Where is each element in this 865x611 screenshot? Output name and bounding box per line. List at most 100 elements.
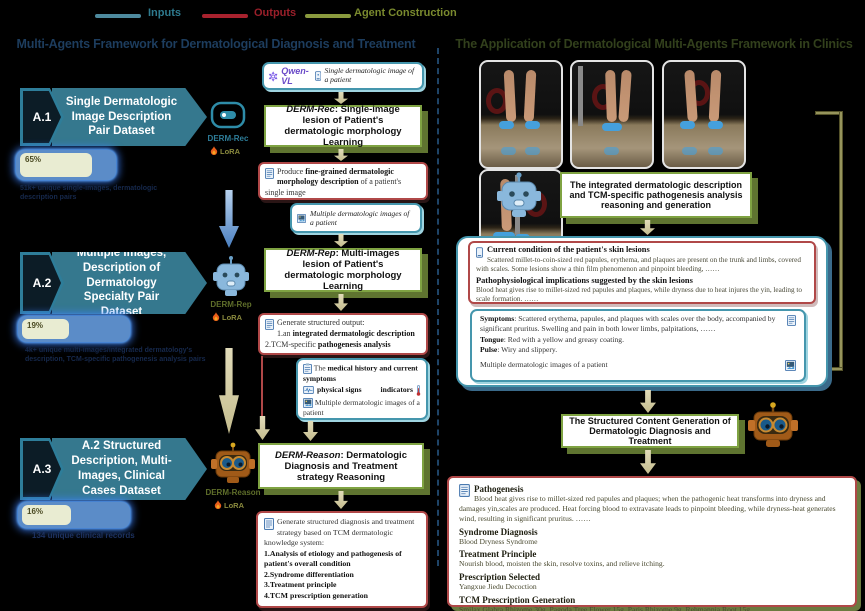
clipboard-icon [303, 363, 312, 374]
result-section-heading: Pathogenesis [474, 484, 524, 494]
qwen-input-box: Qwen-VL Single dermatologic image of a p… [262, 62, 424, 90]
flow-arrow [640, 390, 656, 413]
thermometer-icon [416, 384, 421, 396]
qwen-logo-icon [268, 70, 278, 82]
document-icon [265, 168, 274, 179]
a3-progress-bar: 16% [18, 502, 130, 528]
reason-robot-icon [746, 402, 800, 457]
flame-icon [214, 500, 222, 509]
patient-photo [661, 60, 746, 169]
document-icon [459, 484, 470, 497]
derm-rec-agent-box: DERM-Rec: Single-image lesion of Patient… [264, 104, 422, 148]
ehr-history-pre: The [313, 363, 328, 373]
condition-body-1: Scattered millet-to-coin-sized red papul… [476, 255, 801, 273]
agent-legend-line [305, 14, 351, 18]
vitals-monitor-icon [303, 386, 314, 395]
qwen-input-text: Single dermatologic image of a patient [324, 66, 415, 84]
derm-rep-desc: : Multi-images lesion of Patient's derma… [284, 248, 402, 292]
ehr-row-images: Multiple dermatologic images of a patien… [303, 398, 421, 418]
flow-arrow [334, 149, 348, 161]
symptoms-label: Symptoms [480, 314, 515, 323]
a2-to-a3-arrow [219, 348, 239, 434]
a3-progress-value: 16% [22, 505, 72, 525]
derm-rec-robot-label: DERM-Rec [207, 134, 249, 143]
flow-arrow [334, 234, 348, 247]
structured-generation-box: The Structured Content Generation of Der… [561, 414, 739, 448]
derm-rep-name: DERM-Rep [286, 248, 336, 259]
a2-progress-caption: 4k+ unique multi-images/integrated derma… [25, 347, 206, 364]
rep-out-line1: Generate structured output: [277, 318, 365, 327]
flow-arrow [334, 491, 348, 509]
pulse-label: Pulse [480, 344, 498, 354]
rec-out-post: of a patient's single image [265, 177, 402, 197]
ehr-row-history: The medical history and current symptoms [303, 363, 421, 384]
ehr-indicators-bold: indicators [380, 385, 414, 395]
diagnosis-result-box: Pathogenesis Blood heat gives rise to mi… [447, 476, 857, 611]
ehr-row-signs: physical signs indicators [303, 384, 421, 396]
rec-out-bold: fine-grained dermatologic morphology des… [277, 167, 394, 187]
ehr-signs-bold: physical signs [317, 385, 362, 395]
images-note-row: Multiple dermatologic images of a patien… [480, 360, 796, 371]
result-section-heading: Treatment Principle [459, 549, 537, 560]
condition-body-2: Blood heat gives rise to millet-sized re… [476, 286, 802, 303]
flow-arrow [640, 450, 656, 474]
derm-rep-robot-icon [212, 256, 250, 305]
result-section-body: Blood Dryness Syndrome [459, 536, 538, 546]
document-icon [787, 315, 796, 326]
panel-divider [437, 48, 439, 566]
flame-icon [212, 312, 220, 321]
flow-arrow [303, 421, 318, 441]
image-icon [785, 360, 796, 371]
a1-lora-label: LoRA [220, 146, 240, 156]
rec-out-pre: Produce [277, 167, 306, 176]
derm-rep-robot-label: DERM-Rep [210, 300, 252, 309]
ehr-history-bold: medical history and current symptoms [303, 363, 418, 383]
document-icon [264, 518, 274, 530]
a1-progress-caption: 51k+ unique single-images, dermatologic … [20, 185, 158, 202]
multi-image-input-box: Multiple dermatologic images of a patien… [290, 203, 422, 233]
output-connector-line [261, 356, 263, 416]
result-section-body: Smilax Glabra Rhizome 30g, Pagoda Tree F… [459, 605, 770, 611]
tongue-label: Tongue [480, 334, 504, 344]
derm-reason-robot-label: DERM-Reason [205, 488, 261, 497]
derm-rep-output-box: Generate structured output: 1.an integra… [258, 313, 428, 355]
dataset-a2-banner: Multiple Images, Description of Dermatol… [52, 252, 207, 314]
pulse-text: : Wiry and slippery. [497, 344, 558, 354]
derm-reason-robot-icon [210, 442, 256, 493]
phone-icon [476, 247, 483, 258]
a2-progress-value: 19% [22, 319, 70, 339]
result-section-body: Yangxue Jiedu Decoction [459, 582, 537, 592]
result-section-heading: TCM Prescription Generation [459, 595, 576, 606]
image-feed-connector [839, 111, 843, 371]
outputs-legend-label: Outputs [254, 7, 297, 19]
inputs-legend-line [95, 14, 141, 18]
a2-progress-bar: 19% [18, 316, 130, 342]
reason-out-intro: Generate structured diagnosis and treatm… [264, 517, 415, 548]
derm-rep-agent-box: DERM-Rep: Multi-images lesion of Patient… [264, 248, 422, 292]
a3-lora-label: LoRA [224, 500, 244, 510]
flow-arrow [334, 92, 348, 104]
dataset-a1-banner: Single Dermatologic Image Description Pa… [52, 88, 207, 146]
reason-out-item: 1.Analysis of etiology and pathogenesis … [264, 548, 402, 569]
derm-rec-name: DERM-Rec [286, 104, 335, 115]
a1-to-a2-arrow [219, 190, 239, 248]
a1-lora-row: LoRA [210, 146, 240, 156]
flow-arrow [640, 220, 655, 235]
derm-rec-robot-icon [208, 100, 248, 137]
rep-out-l3-pre: 2.TCM-specific [265, 339, 318, 349]
outputs-legend-line [202, 14, 248, 18]
derm-reason-name: DERM-Reason [275, 449, 341, 461]
flow-arrow [255, 416, 270, 440]
rep-out-l3-bold: pathogenesis analysis [317, 339, 391, 349]
condition-heading-2: Pathophysiological implications suggeste… [476, 275, 693, 285]
a3-progress-caption: 134 unique clinical records [32, 531, 135, 540]
document-icon [265, 319, 274, 330]
a2-lora-row: LoRA [212, 312, 242, 322]
patient-photo [479, 60, 563, 169]
condition-heading-1: Current condition of the patient's skin … [487, 245, 650, 254]
derm-reason-agent-box: DERM-Reason: Dermatologic Diagnosis and … [258, 443, 424, 489]
rep-out-l2-bold: integrated dermatologic description [292, 328, 415, 338]
clinic-robot-icon [496, 172, 542, 225]
ehr-input-box: The medical history and current symptoms… [296, 358, 428, 420]
